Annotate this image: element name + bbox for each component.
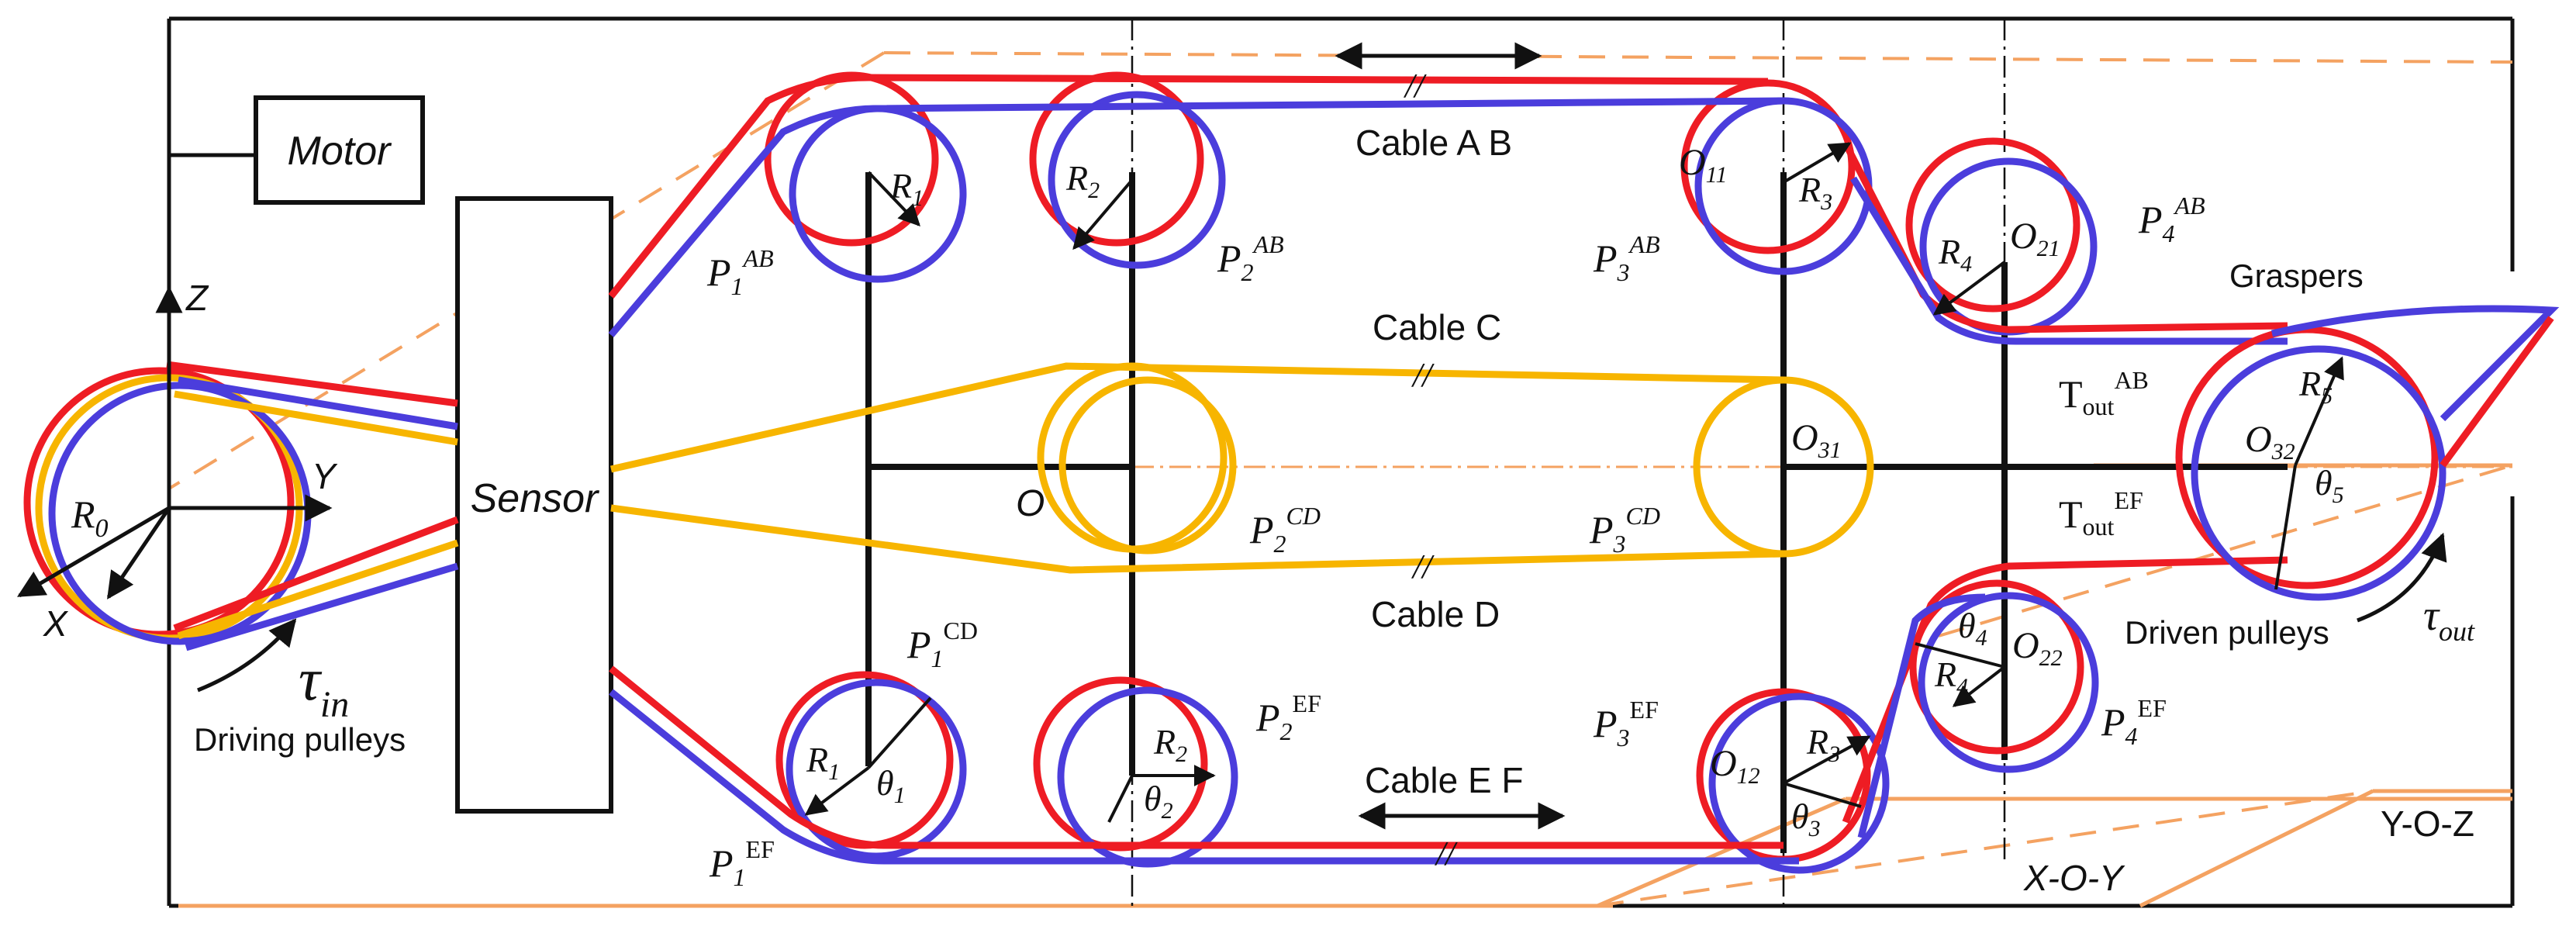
r1-top-label: R1	[889, 166, 924, 211]
theta2-label: θ2	[1144, 779, 1173, 824]
tau-in-arrow	[197, 618, 297, 693]
o11-label: O11	[1679, 142, 1727, 188]
r2-top-label: R2	[1065, 158, 1100, 203]
break-mark-c: //	[1411, 356, 1435, 394]
graspers-label: Graspers	[2229, 257, 2364, 294]
tau-out-label: τout	[2423, 592, 2475, 647]
p4ef-label: P4EF	[2101, 694, 2167, 750]
lower-pulleys	[775, 579, 2099, 874]
motion-arrows	[1335, 42, 1566, 830]
p2ab-label: P2AB	[1217, 230, 1284, 286]
p1ef-label: P1EF	[709, 835, 775, 891]
upper-cables	[608, 74, 2288, 345]
tau-out-arrow	[2357, 532, 2447, 623]
input-cables	[166, 361, 459, 651]
motor-label: Motor	[288, 129, 393, 174]
p3cd-label: P3CD	[1589, 502, 1660, 558]
axis-x-label: X	[43, 603, 69, 644]
p3ab-label: P3AB	[1593, 230, 1660, 286]
axis-y-label: Y	[312, 456, 338, 496]
r5-label: R5	[2298, 364, 2333, 409]
r4-top-label: R4	[1938, 232, 1972, 277]
driven-pulleys	[2175, 305, 2560, 601]
r1-bot-label: R1	[806, 740, 840, 785]
p2cd-label: P2CD	[1249, 502, 1321, 558]
lower-cables	[609, 556, 2288, 865]
cable-cd	[610, 362, 1874, 574]
o31-label: O31	[1791, 417, 1842, 463]
sensor-box	[455, 196, 613, 814]
radius-lines	[804, 142, 2344, 823]
break-mark-d: //	[1411, 548, 1435, 586]
driven-pulleys-label: Driven pulleys	[2125, 614, 2329, 651]
o21-label: O21	[2010, 216, 2060, 261]
cable-ab-label: Cable A B	[1355, 123, 1512, 163]
motor-box	[254, 95, 425, 205]
cable-c-label: Cable C	[1373, 307, 1501, 347]
plane-xoy-label: X-O-Y	[2023, 858, 2125, 898]
tout-ef-label: ToutEF	[2059, 486, 2143, 541]
theta1-label: θ1	[876, 763, 906, 808]
upper-pulleys	[764, 71, 2098, 336]
axis-z-label: Z	[185, 278, 209, 318]
driving-pulleys-label: Driving pulleys	[194, 721, 406, 758]
r3-bot-label: R3	[1806, 722, 1840, 767]
o12-label: O12	[1710, 743, 1760, 789]
o22-label: O22	[2012, 625, 2063, 671]
p4ab-label: P4AB	[2138, 192, 2205, 247]
p1cd-label: P1CD	[906, 617, 978, 672]
r3-top-label: R3	[1798, 170, 1832, 215]
tout-ab-label: ToutAB	[2059, 366, 2149, 420]
p1ab-label: P1AB	[706, 244, 774, 300]
r0-label: R0	[71, 492, 109, 543]
o32-label: O32	[2245, 419, 2295, 465]
tau-in-label: τin	[299, 645, 349, 725]
r2-bot-label: R2	[1153, 722, 1187, 767]
p3ef-label: P3EF	[1593, 696, 1659, 752]
origin-label: O	[1016, 483, 1045, 524]
sensor-label: Sensor	[471, 476, 600, 521]
r4-bot-label: R4	[1934, 655, 1968, 700]
break-mark-ab: //	[1403, 67, 1427, 105]
cable-d-label: Cable D	[1371, 594, 1500, 634]
theta4-label: θ4	[1958, 606, 1987, 651]
plane-yoz-label: Y-O-Z	[2381, 803, 2474, 844]
theta5-label: θ5	[2315, 463, 2344, 508]
p2ef-label: P2EF	[1255, 689, 1321, 745]
cable-ef-label: Cable E F	[1365, 760, 1524, 800]
break-mark-ef: //	[1434, 834, 1458, 872]
input-axes	[16, 285, 333, 599]
theta3-label: θ3	[1791, 796, 1821, 841]
